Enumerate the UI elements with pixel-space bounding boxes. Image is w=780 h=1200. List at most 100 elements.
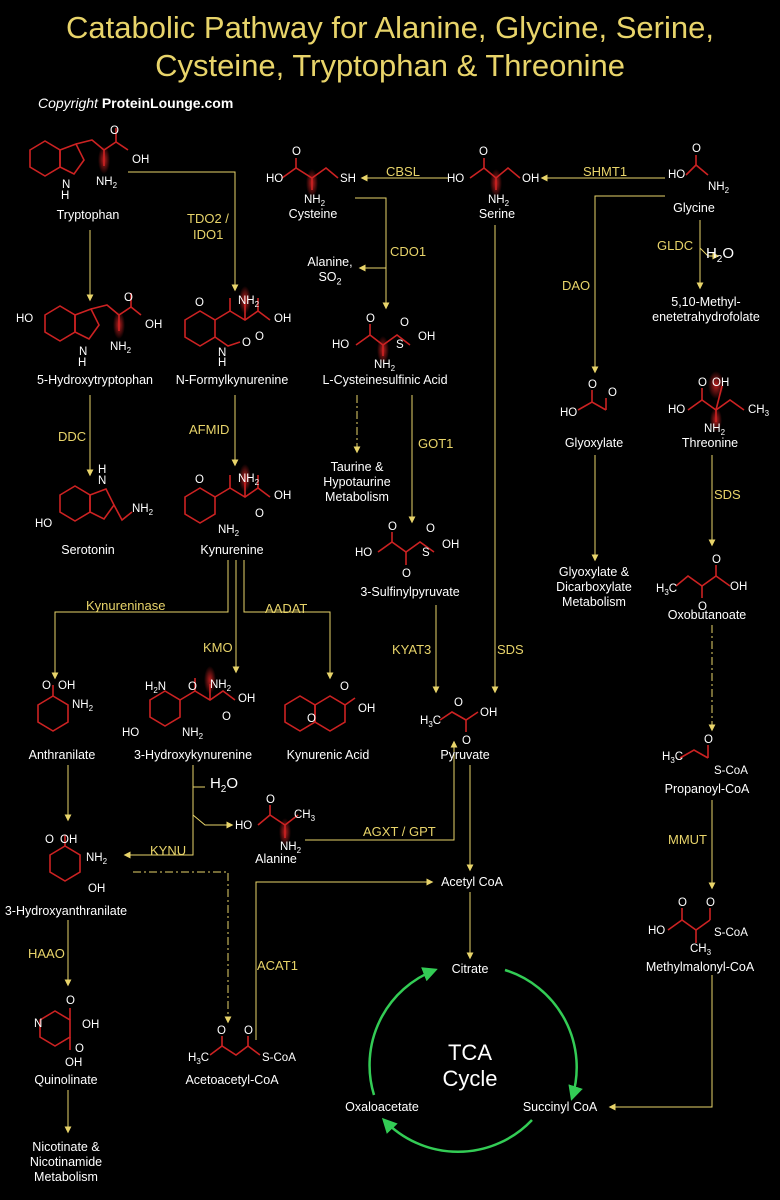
svg-text:OH: OH [65, 1057, 82, 1069]
label-threonine: Threonine [681, 436, 739, 450]
svg-text:H3C: H3C [662, 751, 683, 765]
label-citrate: Citrate [451, 962, 489, 976]
svg-text:OH: OH [358, 703, 375, 715]
propanoyl-structure [679, 745, 709, 759]
alanine-structure [257, 805, 299, 838]
svg-text:NH2: NH2 [374, 359, 396, 373]
label-methylene-thf: 5,10-Methyl-enetetrahydrofolate [652, 295, 760, 325]
svg-text:HO: HO [266, 173, 283, 185]
svg-text:N: N [98, 475, 106, 487]
svg-text:O: O [66, 995, 75, 1007]
svg-text:CH3: CH3 [294, 809, 316, 823]
svg-text:H3C: H3C [188, 1052, 209, 1066]
svg-text:OH: OH [60, 834, 77, 846]
svg-text:HO: HO [668, 169, 685, 181]
svg-text:O: O [255, 331, 264, 343]
svg-text:O: O [45, 834, 54, 846]
copyright: Copyright ProteinLounge.com [38, 95, 233, 111]
svg-text:O: O [698, 377, 707, 389]
label-alanine: Alanine [255, 852, 297, 866]
svg-text:NH2: NH2 [86, 852, 108, 866]
svg-text:OH: OH [522, 173, 539, 185]
svg-text:OH: OH [274, 313, 291, 325]
svg-text:O: O [692, 143, 701, 155]
h2o-gldc-h: H [705, 245, 717, 262]
arrow-glycine-glyoxylate [591, 195, 665, 374]
svg-text:O: O [608, 387, 617, 399]
glyox-metab-line3: Metabolism [562, 595, 626, 609]
svg-text:HO: HO [35, 518, 52, 530]
arrow-3hk-h2o [192, 775, 205, 788]
label-quinolinate: Quinolinate [34, 1073, 98, 1087]
svg-text:H3C: H3C [656, 583, 677, 597]
svg-text:O: O [704, 734, 713, 746]
svg-text:CH3: CH3 [748, 404, 770, 418]
svg-text:NH2: NH2 [110, 341, 132, 355]
alanine-so2-line1: Alanine, [307, 255, 353, 269]
svg-text:OH: OH [132, 154, 149, 166]
taurine-line2: Hypotaurine [323, 475, 391, 489]
svg-text:S-CoA: S-CoA [262, 1052, 296, 1064]
svg-text:HO: HO [235, 820, 252, 832]
svg-text:O: O [712, 554, 721, 566]
label-propanoyl-coa: Propanoyl-CoA [664, 782, 750, 796]
svg-text:O: O [698, 601, 707, 613]
svg-text:S-CoA: S-CoA [714, 927, 748, 939]
svg-text:N: N [218, 347, 226, 359]
label-oxaloacetate: Oxaloacetate [345, 1100, 419, 1114]
svg-text:O: O [222, 711, 231, 723]
svg-text:HO: HO [668, 404, 685, 416]
label-acetoacetyl-coa: Acetoacetyl-CoA [185, 1073, 279, 1087]
svg-text:HO: HO [332, 339, 349, 351]
label-pyruvate: Pyruvate [440, 748, 490, 762]
svg-text:OH: OH [58, 680, 75, 692]
svg-text:NH2: NH2 [704, 423, 726, 437]
svg-text:HO: HO [447, 173, 464, 185]
kynurenic-acid-structure [284, 695, 356, 732]
arrow-alanine-pyruvate [305, 740, 458, 841]
arrow-kyn-anthranilate [51, 560, 229, 680]
enzyme-agxt-gpt: AGXT / GPT [363, 824, 436, 839]
svg-text:NH2: NH2 [238, 295, 260, 309]
label-serotonin: Serotonin [61, 543, 115, 557]
label-cysteinesulfinic: L-Cysteinesulfinic Acid [322, 373, 448, 387]
enzyme-kynu: KYNU [150, 843, 187, 858]
nicotinate-line2: Nicotinamide [29, 1155, 103, 1169]
svg-text:OH: OH [82, 1019, 99, 1031]
label-h2o-gldc: H2O [705, 245, 735, 265]
tca-line1: TCA [447, 1040, 492, 1065]
svg-text:O: O [454, 697, 463, 709]
svg-text:NH2: NH2 [238, 473, 260, 487]
svg-text:O: O [124, 292, 133, 304]
svg-text:O: O [42, 680, 51, 692]
nicotinate-line3: Metabolism [34, 1170, 98, 1184]
enzyme-kyat3: KYAT3 [392, 642, 432, 657]
svg-text:OH: OH [418, 331, 435, 343]
svg-text:S: S [422, 547, 430, 559]
label-glyoxylate: Glyoxylate [564, 436, 624, 450]
arrow-mm-succinyl [608, 975, 713, 1111]
acetoacetyl-structure [209, 1036, 261, 1056]
svg-text:O: O [400, 317, 409, 329]
svg-text:H3C: H3C [420, 715, 441, 729]
svg-text:O: O [462, 735, 471, 747]
svg-text:O: O [75, 1043, 84, 1055]
svg-text:O: O [340, 681, 349, 693]
svg-text:H: H [78, 357, 86, 369]
label-hydroxytryptophan: 5-Hydroxytryptophan [36, 373, 154, 387]
svg-text:HO: HO [122, 727, 139, 739]
enzyme-kynureninase: Kynureninase [86, 598, 166, 613]
kynurenine-structure [184, 475, 271, 524]
svg-text:SH: SH [340, 173, 356, 185]
svg-text:NH2: NH2 [210, 679, 232, 693]
label-h2o-kynu: H2O [209, 775, 239, 795]
svg-text:O: O [242, 337, 251, 349]
arrow-cys-csa [355, 197, 390, 310]
enzyme-afmid: AFMID [189, 422, 230, 437]
enzyme-gldc: GLDC [657, 238, 694, 253]
svg-text:O: O [366, 313, 375, 325]
svg-text:S: S [396, 339, 404, 351]
label-succinyl-coa: Succinyl CoA [522, 1100, 598, 1114]
tca-arc-succinyl-oxaloacetate [381, 1117, 533, 1154]
